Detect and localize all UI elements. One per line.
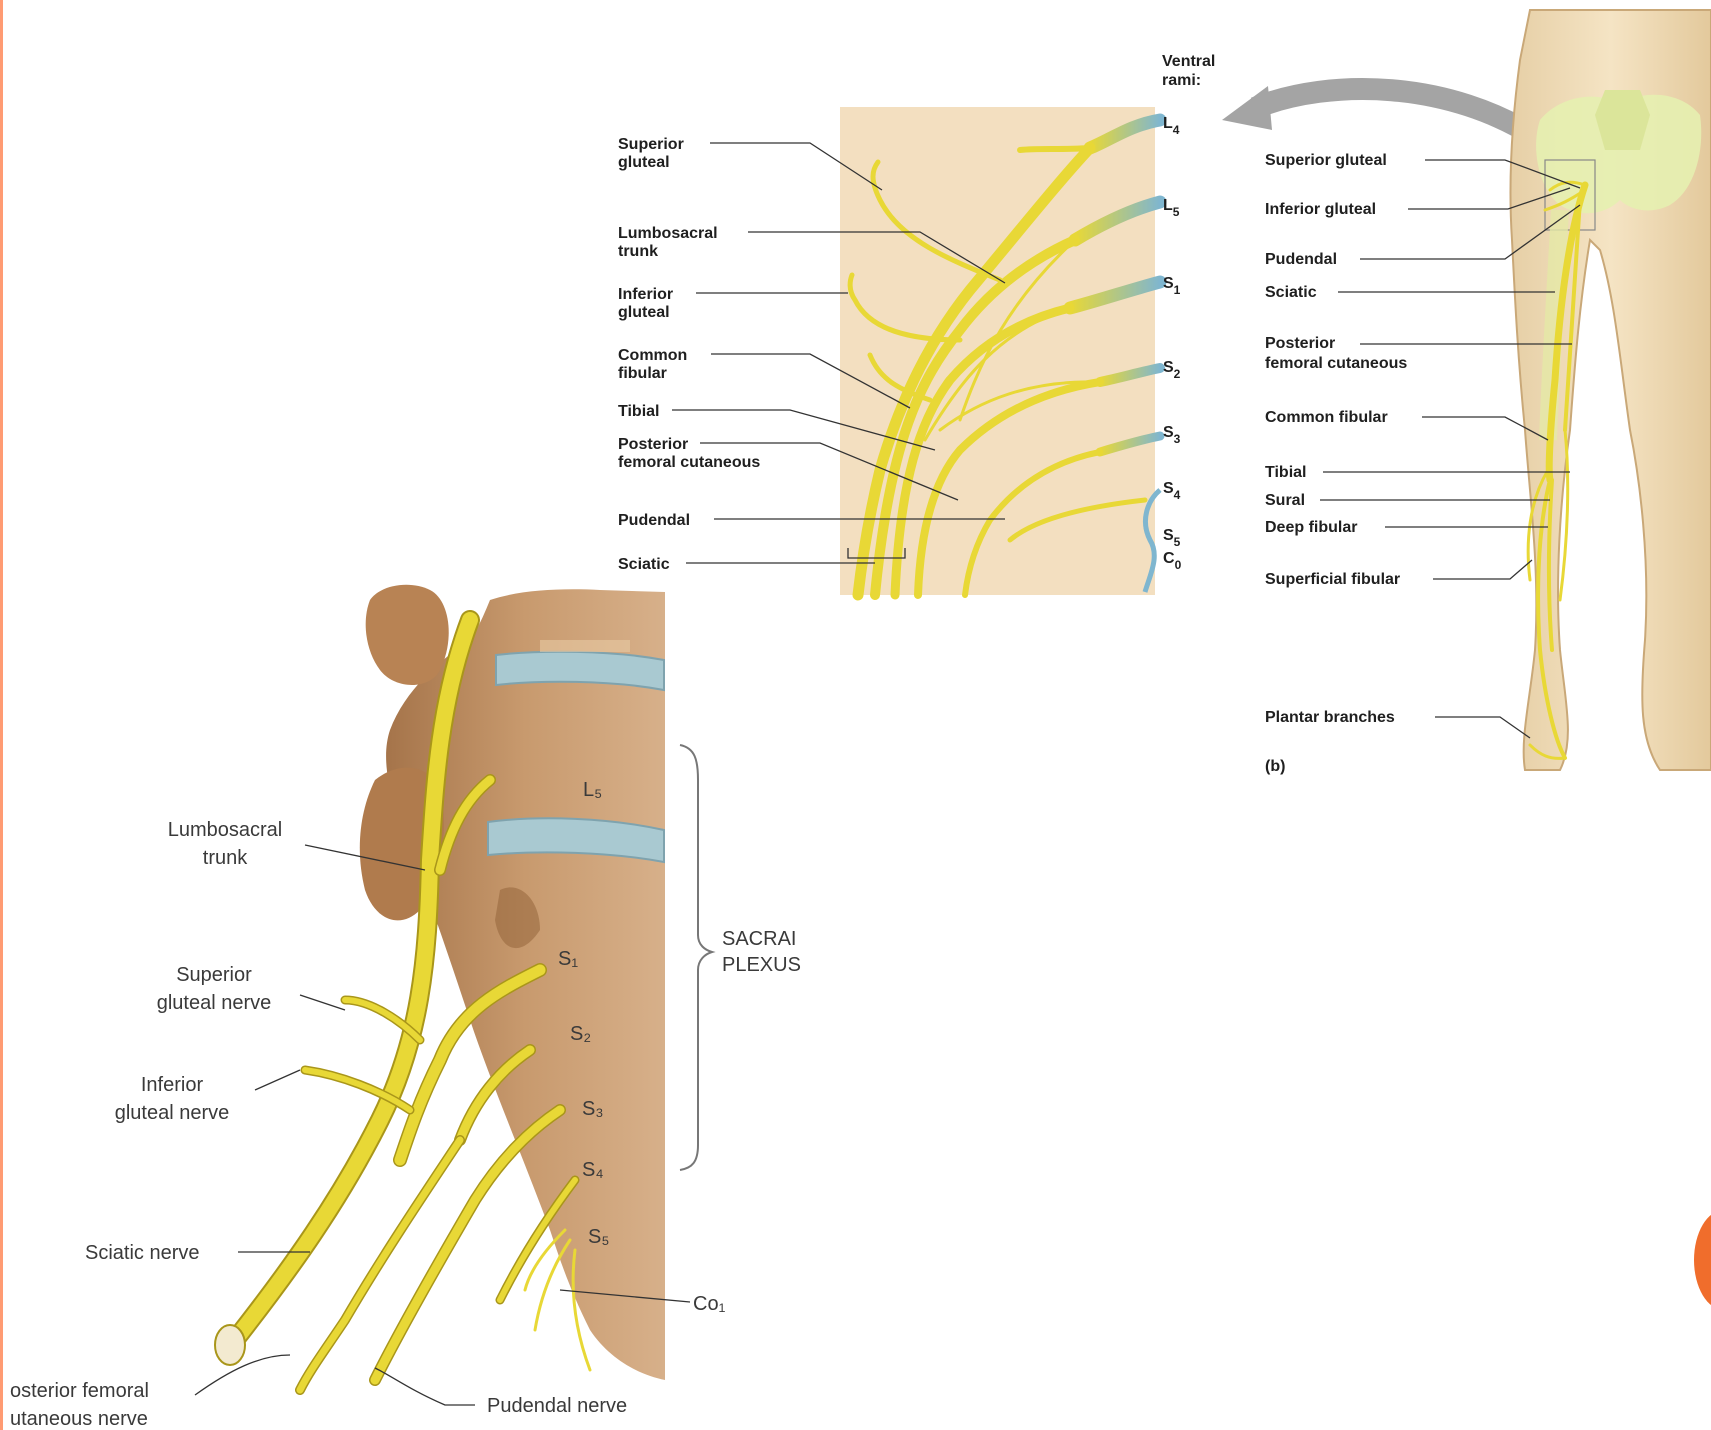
leg-label-common-fibular: Common fibular xyxy=(1265,409,1388,426)
vertebra-s4: S₄ xyxy=(582,1159,604,1181)
root-s2: S2 xyxy=(1163,359,1181,381)
root-s4: S4 xyxy=(1163,480,1181,502)
crop-mask xyxy=(812,900,892,980)
leg-label-superior-gluteal: Superior gluteal xyxy=(1265,152,1387,169)
leg-label-deep-fibular: Deep fibular xyxy=(1265,519,1357,536)
label-sciatic: Sciatic xyxy=(618,556,670,573)
root-l4: L4 xyxy=(1163,115,1180,137)
vertebra-s2: S₂ xyxy=(570,1023,591,1045)
root-co: C0 xyxy=(1163,550,1182,572)
leg-label-tibial: Tibial xyxy=(1265,464,1307,481)
vertebra-s5: S₅ xyxy=(588,1226,609,1248)
leg-label-plantar-branches: Plantar branches xyxy=(1265,709,1395,726)
leg-label-superficial-fibular: Superficial fibular xyxy=(1265,571,1400,588)
leg-label-sural: Sural xyxy=(1265,492,1305,509)
vertebra-l5: L₅ xyxy=(583,779,602,801)
root-s5: S5 xyxy=(1163,527,1181,549)
label-tibial: Tibial xyxy=(618,403,660,420)
root-s1: S1 xyxy=(1163,275,1181,297)
root-s3: S3 xyxy=(1163,424,1181,446)
vertebra-s3: S₃ xyxy=(582,1098,603,1120)
label-pudendal: Pudendal xyxy=(618,512,690,529)
reference-arrow xyxy=(1222,86,1540,140)
leg-labels: Superior gluteal Inferior gluteal Pudend… xyxy=(1265,152,1407,775)
leg-label-pudendal: Pudendal xyxy=(1265,251,1337,268)
label-coccygeal: Co₁ xyxy=(693,1293,726,1315)
vertebra-s1: S₁ xyxy=(558,948,578,970)
leg-posterior-view: Superior gluteal Inferior gluteal Pudend… xyxy=(1265,10,1711,775)
label-pudendal-nerve: Pudendal nerve xyxy=(487,1395,627,1417)
root-l5: L5 xyxy=(1163,197,1180,219)
leg-label-sciatic: Sciatic xyxy=(1265,284,1317,301)
panel-label-b: (b) xyxy=(1265,758,1285,775)
leg-label-inferior-gluteal: Inferior gluteal xyxy=(1265,201,1376,218)
sacral-plexus-bracket xyxy=(680,745,712,1170)
label-sciatic-nerve: Sciatic nerve xyxy=(85,1242,200,1264)
